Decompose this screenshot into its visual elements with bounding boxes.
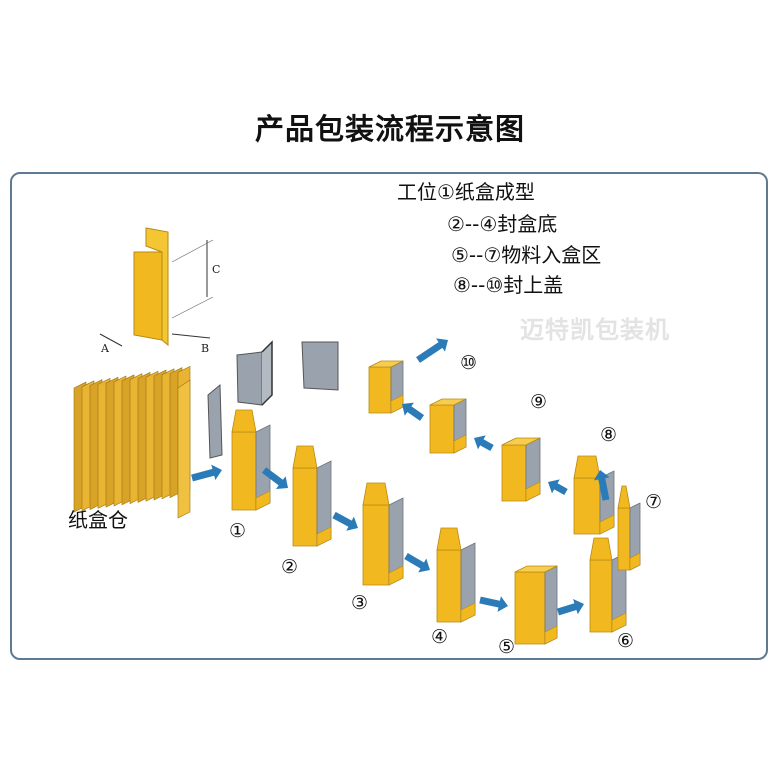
flow-arrow-9 [474, 435, 494, 452]
box-bottom-flap [453, 434, 467, 454]
flow-arrow-8 [548, 479, 568, 496]
box-front [436, 549, 462, 623]
box-open-flap [589, 537, 613, 561]
station-box-1 [231, 409, 271, 511]
flow-arrow-7 [593, 470, 610, 501]
dimension-a-line [99, 333, 123, 347]
flat-carton-sheet [207, 383, 223, 459]
arrow-icon [548, 479, 568, 496]
legend-line-1: 工位①纸盒成型 [397, 180, 535, 204]
station-10-label: ⑩ [460, 352, 478, 374]
legend-line-3: ⑤--⑦物料入盒区 [451, 243, 602, 267]
station-box-11 [368, 360, 404, 414]
station-2-label: ② [281, 556, 299, 578]
box-front [362, 504, 390, 586]
box-front [368, 366, 392, 414]
station-box-6 [589, 537, 627, 633]
flow-arrow-1 [191, 464, 222, 482]
carton-sheet-end [177, 379, 191, 519]
dimension-reference-box: C A B [99, 227, 220, 355]
carton-store-label: 纸盒仓 [68, 508, 128, 532]
arrow-icon [404, 552, 430, 573]
flow-arrow-5 [479, 596, 509, 612]
station-4-label: ④ [431, 626, 449, 648]
box-bottom-flap [544, 625, 558, 645]
dimension-label-c: C [212, 263, 220, 276]
box-front [617, 507, 631, 571]
extension-line [171, 239, 214, 263]
box-open-flap [231, 409, 257, 433]
flow-arrow-11 [416, 338, 448, 363]
flow-arrow-2 [261, 467, 289, 489]
flow-arrow-3 [332, 511, 358, 531]
station-3-label: ③ [351, 592, 369, 614]
box-bottom-flap [629, 552, 641, 571]
dimension-label-a: A [100, 342, 110, 355]
arrow-icon [479, 596, 509, 612]
station-8-label: ⑧ [600, 424, 618, 446]
box-bottom-flap [255, 490, 271, 511]
arrow-icon [402, 402, 425, 421]
box-top [501, 437, 541, 446]
station-9-label: ⑨ [530, 391, 548, 413]
station-1-label: ① [229, 520, 247, 542]
box-open-flap [573, 455, 601, 479]
erected-carton-sheet [301, 341, 339, 391]
box-front [573, 477, 601, 535]
folding-carton-edge [261, 340, 273, 406]
diagram-frame [10, 172, 768, 660]
station-6-label: ⑥ [617, 630, 635, 652]
box-bottom-flap [525, 481, 541, 502]
box-bottom-flap [388, 565, 404, 586]
flow-arrow-4 [404, 552, 430, 573]
station-5-label: ⑤ [498, 636, 516, 658]
station-box-4 [436, 527, 476, 623]
extension-line [171, 296, 214, 319]
legend-line-2: ②--④封盒底 [447, 212, 558, 236]
folding-carton-sheet [236, 351, 263, 406]
station-7-label: ⑦ [645, 491, 663, 513]
box-bottom-flap [460, 602, 476, 623]
box-front [292, 467, 318, 547]
dimension-b-line [171, 333, 211, 339]
box-open-flap [362, 482, 390, 506]
box-open-flap [617, 485, 631, 509]
box-bottom-flap [611, 612, 627, 633]
arrow-icon [593, 470, 610, 501]
arrow-icon [332, 511, 358, 531]
box-bottom-flap [316, 526, 332, 547]
dimension-label-b: B [201, 342, 209, 355]
station-box-7 [617, 485, 641, 571]
carton-store-stack [73, 365, 191, 519]
flow-arrow-6 [556, 599, 585, 616]
watermark: 迈特凯包装机 [520, 316, 670, 344]
station-box-10 [429, 398, 467, 454]
box-open-flap [292, 445, 318, 469]
box-front [589, 559, 613, 633]
arrow-icon [474, 435, 494, 452]
station-box-9 [501, 437, 541, 502]
flow-arrow-10 [402, 402, 425, 421]
box-front [501, 444, 527, 502]
box-open-flap [436, 527, 462, 551]
arrow-icon [191, 464, 222, 482]
station-box-3 [362, 482, 404, 586]
page-title: 产品包装流程示意图 [254, 112, 525, 146]
box-front [514, 571, 546, 645]
box-top [368, 360, 404, 368]
ref-box-flap [145, 227, 169, 347]
box-top [429, 398, 467, 406]
legend-line-4: ⑧--⑩封上盖 [453, 273, 564, 297]
ref-box-front [133, 251, 163, 341]
box-top [514, 565, 558, 573]
station-box-5 [514, 565, 558, 645]
arrow-icon [416, 338, 448, 363]
arrow-icon [556, 599, 585, 616]
box-front [429, 404, 455, 454]
arrow-icon [261, 467, 289, 489]
station-box-2 [292, 445, 332, 547]
box-bottom-flap [599, 514, 615, 535]
box-front [231, 431, 257, 511]
